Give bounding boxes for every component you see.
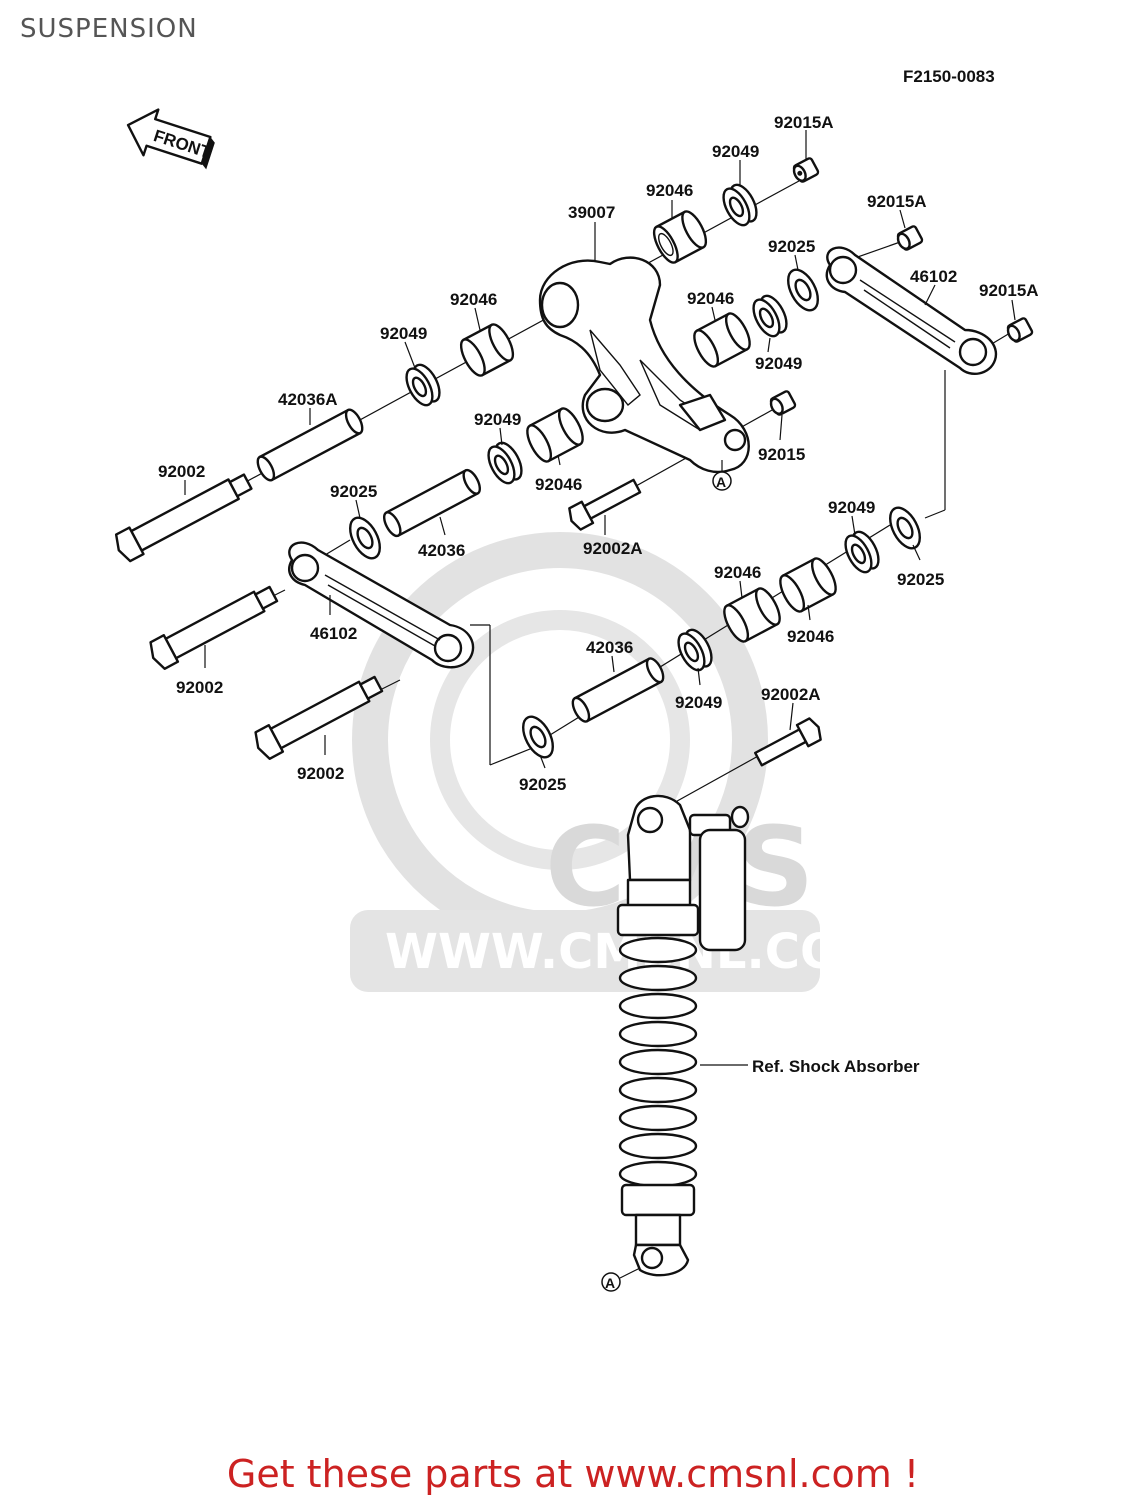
part-label: 46102 [910,267,957,286]
part-label: 92002A [583,539,643,558]
link-46102-right [825,246,998,376]
marker-a-upper-letter: A [716,474,726,490]
footer-parts-link[interactable]: Get these parts at www.cmsnl.com ! [226,1452,920,1496]
part-label: 92049 [675,693,722,712]
suspension-exploded-diagram: CMS WWW.CMSNL.COM F2150-0083 FRONT [114,67,1039,1292]
bearing-92046-left [459,323,515,377]
part-label: 42036 [586,638,633,657]
part-label: 92015 [758,445,805,464]
part-label: 92002 [176,678,223,697]
part-label: 92015A [867,192,927,211]
bolt-92002-low [254,675,384,760]
page-title: SUSPENSION [20,14,198,44]
part-label: 92046 [646,181,693,200]
part-label: 92002 [297,764,344,783]
seal-92049-left [405,363,441,407]
part-label: 92046 [714,563,761,582]
part-label: 42036A [278,390,338,409]
seal-92049-top [722,183,758,227]
part-label: 92049 [828,498,875,517]
part-label: 42036 [418,541,465,560]
bearing-92046-top [652,210,708,264]
bolt-92002a-low [754,717,822,767]
marker-a-lower-letter: A [605,1275,615,1291]
part-label: 92025 [768,237,815,256]
bolt-92002-mid [149,585,279,670]
bolt-92002a-center [568,478,642,531]
marker-a-lower: A [601,1267,641,1292]
washer-92025-low [522,715,554,759]
part-label: 46102 [310,624,357,643]
washer-92025-right [787,268,819,312]
seal-92049-midright [752,294,788,338]
nut-92015a-right [896,225,924,251]
bearing-92046-lowmid [723,587,781,643]
rocker-arm-39007 [538,256,750,474]
collar-42036-low [571,657,665,723]
part-label: 92049 [755,354,802,373]
ref-shock-absorber-label: Ref. Shock Absorber [752,1057,920,1076]
nut-92015a-top [792,157,820,183]
seal-92049-center [487,441,523,485]
part-label: 92015A [774,113,834,132]
part-label: 92025 [897,570,944,589]
part-label: 92025 [519,775,566,794]
label-leaders [184,130,1016,769]
washer-92025-rightlow [889,506,921,550]
bolt-92002-top [114,473,253,563]
part-label: 92046 [687,289,734,308]
collar-42036-left [382,468,482,538]
marker-a-upper: A [712,460,732,491]
bearing-92046-lowright [779,557,837,613]
shock-spring [618,936,698,1188]
part-label: 92049 [474,410,521,429]
part-label: 92015A [979,281,1039,300]
bearing-92046-center [526,407,584,463]
collar-42036a [256,408,364,482]
nut-92015 [769,390,797,416]
seal-92049-low [677,628,713,672]
nut-92015a-far [1006,317,1034,343]
figure-code: F2150-0083 [903,67,995,86]
part-labels: 92015A 92049 92046 39007 92015A 92025 46… [158,113,1039,794]
part-label: 92046 [535,475,582,494]
bearing-92046-midright [693,312,751,368]
part-label: 92049 [380,324,427,343]
part-label: 92046 [787,627,834,646]
part-label: 39007 [568,203,615,222]
front-arrow-icon: FRONT [126,108,215,170]
part-label: 92046 [450,290,497,309]
link-46102-left [288,541,475,669]
shock-absorber [616,794,750,1277]
cms-watermark: CMS WWW.CMSNL.COM [350,532,889,992]
part-label: 92002A [761,685,821,704]
part-label: 92025 [330,482,377,501]
part-label: 92049 [712,142,759,161]
seal-92049-rightlow [844,530,880,574]
washer-92025-left [349,516,381,560]
part-label: 92002 [158,462,205,481]
